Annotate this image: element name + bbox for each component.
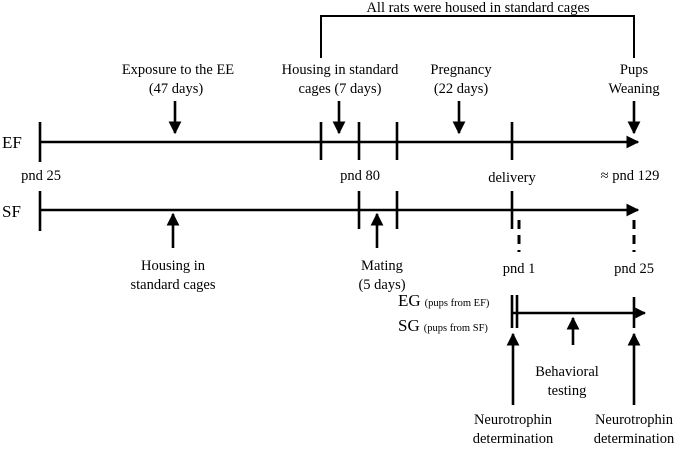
pnd1-label: pnd 1: [503, 261, 536, 277]
offspring-pnd25-label: pnd 25: [614, 261, 654, 277]
pregnancy-label-2: (22 days): [434, 81, 489, 97]
weaning-label: Weaning: [608, 81, 659, 97]
eg-group-label: EG (pups from EF): [398, 291, 490, 310]
mating-label-1: Mating: [361, 258, 403, 274]
pregnancy-label-1: Pregnancy: [430, 62, 492, 78]
sf-group-label: SF: [2, 202, 21, 221]
housing-ef-label-2: cages (7 days): [299, 81, 382, 97]
delivery-label: delivery: [488, 170, 536, 186]
exposure-label-1: Exposure to the EE: [122, 62, 234, 78]
housing-sf-label-1: Housing in: [141, 258, 206, 274]
sg-group-label: SG (pups from SF): [398, 316, 488, 335]
behavioral-label-1: Behavioral: [535, 364, 599, 380]
pnd25-label: pnd 25: [21, 168, 61, 184]
neurotrophin-right-label-1: Neurotrophin: [595, 412, 674, 428]
ef-group-label: EF: [2, 133, 22, 152]
mating-label-2: (5 days): [358, 277, 405, 293]
standard-cages-bracket: [320, 15, 635, 58]
neurotrophin-left-label-2: determination: [473, 431, 554, 447]
exposure-label-2: (47 days): [149, 81, 204, 97]
housing-sf-label-2: standard cages: [131, 277, 216, 293]
neurotrophin-right-label-2: determination: [594, 431, 675, 447]
pups-label: Pups: [620, 62, 649, 78]
bracket-label: All rats were housed in standard cages: [366, 0, 589, 16]
eg-note: (pups from EF): [425, 298, 490, 309]
neurotrophin-left-label-1: Neurotrophin: [474, 412, 553, 428]
eg-label: EG: [398, 291, 421, 310]
sg-label: SG: [398, 316, 420, 335]
behavioral-label-2: testing: [548, 383, 587, 399]
pnd129-label: ≈ pnd 129: [601, 168, 660, 184]
housing-ef-label-1: Housing in standard: [282, 62, 400, 78]
pnd80-label: pnd 80: [340, 168, 380, 184]
sg-note: (pups from SF): [424, 323, 489, 334]
